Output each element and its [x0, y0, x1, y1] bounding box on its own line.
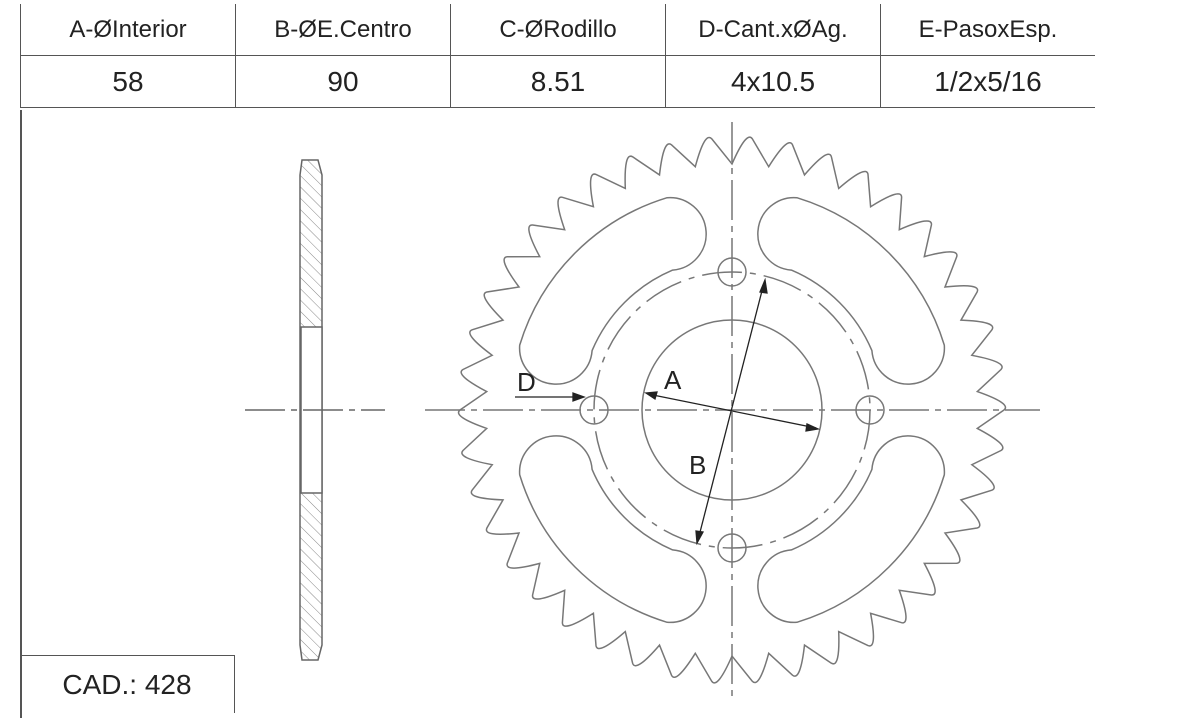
value-cell: 58: [20, 55, 236, 108]
arrowhead: [644, 391, 658, 401]
lightening-slot: [757, 435, 946, 624]
header-cell: D-Cant.xØAg.: [665, 4, 881, 56]
header-row: A-ØInterior B-ØE.Centro C-ØRodillo D-Can…: [20, 4, 1095, 56]
value-cell: 4x10.5: [665, 55, 881, 108]
dimensions: [515, 277, 821, 546]
lightening-slot: [757, 196, 946, 385]
spec-table: A-ØInterior B-ØE.Centro C-ØRodillo D-Can…: [20, 4, 1095, 108]
dimension-a-line: [647, 393, 817, 429]
side-view: [245, 159, 385, 661]
dimension-b-line: [697, 282, 765, 541]
header-cell: A-ØInterior: [20, 4, 236, 56]
header-cell: B-ØE.Centro: [235, 4, 451, 56]
header-cell: C-ØRodillo: [450, 4, 666, 56]
lightening-slot: [518, 435, 707, 624]
label-d: D: [517, 367, 536, 397]
value-row: 58 90 8.51 4x10.5 1/2x5/16: [20, 55, 1095, 108]
value-cell: 90: [235, 55, 451, 108]
arrowhead: [805, 423, 821, 432]
sprocket-front-view: [425, 122, 1040, 700]
arrowhead: [695, 530, 705, 546]
label-a: A: [664, 365, 682, 395]
arrowhead: [572, 392, 586, 402]
frame-left-line: [20, 110, 22, 718]
header-cell: E-PasoxEsp.: [880, 4, 1095, 56]
arrowhead: [759, 277, 768, 294]
value-cell: 1/2x5/16: [880, 55, 1095, 108]
value-cell: 8.51: [450, 55, 666, 108]
cad-label: CAD.: 428: [20, 655, 235, 713]
lightening-slot: [518, 196, 707, 385]
label-b: B: [689, 450, 706, 480]
